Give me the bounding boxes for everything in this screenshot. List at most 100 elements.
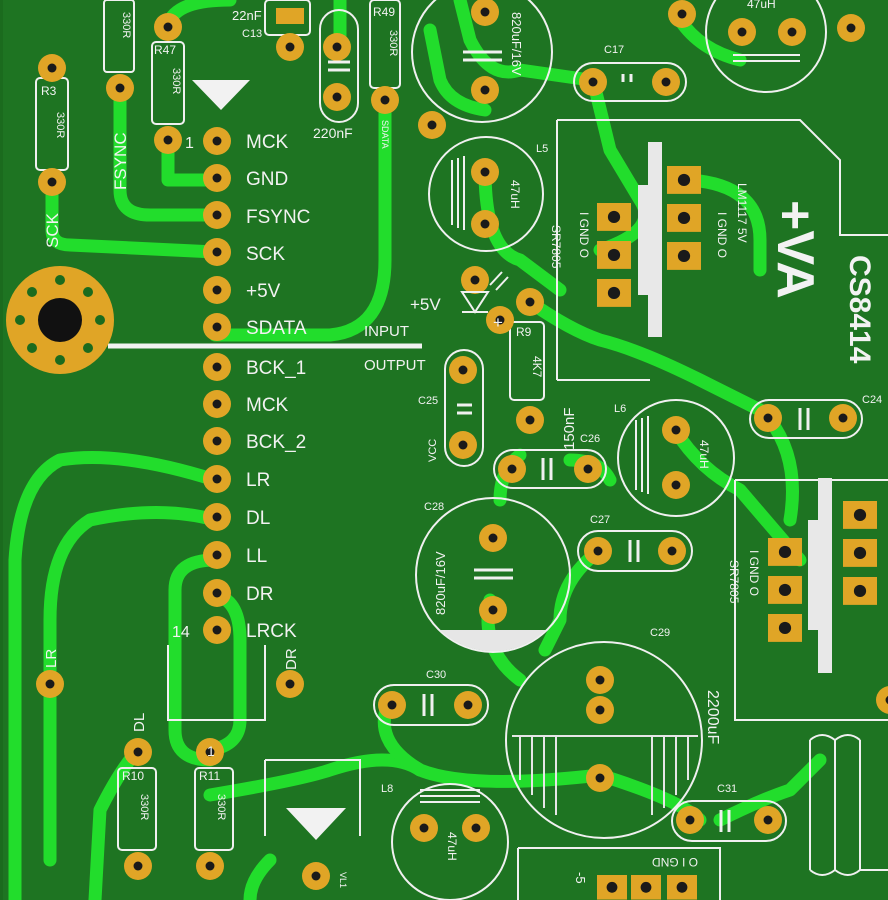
pad-drill-hole: [607, 248, 621, 262]
pin-label: +5V: [246, 281, 281, 302]
r49-ref: R49: [373, 5, 395, 19]
mounting-hole: [6, 266, 114, 374]
pad-drill-hole: [853, 546, 867, 560]
pad-drill-hole: [212, 399, 222, 409]
sr7805-a-pins: I GND O: [577, 212, 591, 258]
pad-drill-hole: [667, 546, 677, 556]
pad-drill-hole: [480, 85, 490, 95]
pad-drill-hole: [676, 881, 688, 893]
pad-drill-hole: [661, 77, 671, 87]
pad-drill-hole: [332, 92, 342, 102]
pad-drill-hole: [606, 881, 618, 893]
input-label: INPUT: [364, 323, 409, 340]
silkscreen-text-group: MCK GND FSYNC SCK +5V SDATA BCK_1 MCK BC…: [41, 0, 882, 888]
pad-drill-hole: [419, 823, 429, 833]
r9-value: 4K7: [530, 356, 544, 378]
sdata-net-label: SDATA: [380, 120, 390, 149]
pad-drill-hole: [133, 861, 143, 871]
pad-drill-hole: [671, 425, 681, 435]
pad-drill-hole: [607, 210, 621, 224]
l8-value: 47uH: [445, 832, 459, 861]
pad-drill-hole: [133, 747, 143, 757]
pin-label: SDATA: [246, 318, 307, 339]
r3-value: 330R: [54, 112, 66, 138]
r10-value: 330R: [138, 794, 150, 820]
c13-value: 22nF: [232, 8, 262, 23]
l6-value: 47uH: [697, 440, 711, 469]
c27-ref: C27: [590, 514, 610, 526]
pad-drill-hole: [480, 167, 490, 177]
c24-ref: C24: [862, 394, 882, 406]
pad1-label: 1: [207, 743, 215, 759]
l6-ref: L6: [614, 403, 626, 415]
pad-drill-hole: [212, 173, 222, 183]
output-label: OUTPUT: [364, 357, 426, 374]
pad-drill-hole: [205, 861, 215, 871]
pad-drill-hole: [488, 605, 498, 615]
pad-drill-hole: [47, 63, 57, 73]
bottom-reg-partial: -5: [573, 872, 588, 884]
pad-drill-hole: [677, 211, 691, 225]
pad-drill-hole: [285, 679, 295, 689]
r3-ref: R3: [41, 84, 57, 98]
c17-ref: C17: [604, 44, 624, 56]
pad-drill-hole: [463, 700, 473, 710]
pad-drill-hole: [480, 219, 490, 229]
top-resistor-value: 330R: [120, 12, 132, 38]
header-pin1-label: 1: [185, 135, 194, 152]
pad-drill-hole: [212, 512, 222, 522]
c12-value: 220nF: [313, 125, 353, 141]
pin-label: MCK: [246, 395, 289, 416]
pin-label: MCK: [246, 132, 289, 153]
pad-drill-hole: [163, 135, 173, 145]
lm1117-pins: I GND O: [715, 212, 729, 258]
cs8414-label: CS8414: [843, 255, 876, 364]
dr-net-label: DR: [283, 648, 300, 670]
plus-va-label: +VA: [766, 200, 824, 299]
dl-net-label: DL: [131, 713, 148, 732]
pad-drill-hole: [47, 177, 57, 187]
c28-ref: C28: [424, 501, 444, 513]
r47-ref: R47: [154, 43, 176, 57]
pad-drill-hole: [332, 42, 342, 52]
pad-drill-hole: [787, 27, 797, 37]
pad-drill-hole: [778, 621, 792, 635]
pad-drill-hole: [583, 464, 593, 474]
header-pin1-marker: [192, 80, 250, 110]
pad-drill-hole: [677, 249, 691, 263]
pad-drill-hole: [480, 7, 490, 17]
c29-value: 2200uF: [704, 690, 721, 744]
pad-drill-hole: [380, 95, 390, 105]
pad-drill-hole: [671, 480, 681, 490]
lr-net-label: LR: [43, 649, 60, 668]
vl1-label: VL1: [338, 872, 348, 888]
regulator-tabs: [638, 142, 832, 673]
pad-drill-hole: [778, 583, 792, 597]
capacitor-plates: [328, 50, 810, 832]
pad-drill-hole: [607, 286, 621, 300]
r10-ref: R10: [122, 769, 144, 783]
pad-drill-hole: [488, 533, 498, 543]
pad-drill-hole: [685, 815, 695, 825]
lm1117-name: LM1117 5V: [735, 183, 749, 243]
pad-drill-hole: [212, 625, 222, 635]
c26-value: 150nF: [561, 407, 578, 450]
pad-drill-hole: [470, 275, 480, 285]
pad-drill-hole: [212, 322, 222, 332]
pad-drill-hole: [212, 588, 222, 598]
c29-ref: C29: [650, 627, 670, 639]
sr7805-b-pins: I GND O: [747, 550, 761, 596]
pads-group: [36, 0, 888, 900]
pad-drill-hole: [212, 247, 222, 257]
r11-ref: R11: [199, 769, 220, 783]
pad-drill-hole: [212, 362, 222, 372]
pad-drill-hole: [595, 773, 605, 783]
r9-ref: R9: [516, 325, 532, 339]
pad-drill-hole: [115, 83, 125, 93]
pad-drill-hole: [737, 27, 747, 37]
pad-drill-hole: [212, 285, 222, 295]
pad-drill-hole: [677, 173, 691, 187]
c13-ref: C13: [242, 28, 262, 40]
pad-drill-hole: [525, 297, 535, 307]
silkscreen-outlines: [35, 0, 888, 900]
